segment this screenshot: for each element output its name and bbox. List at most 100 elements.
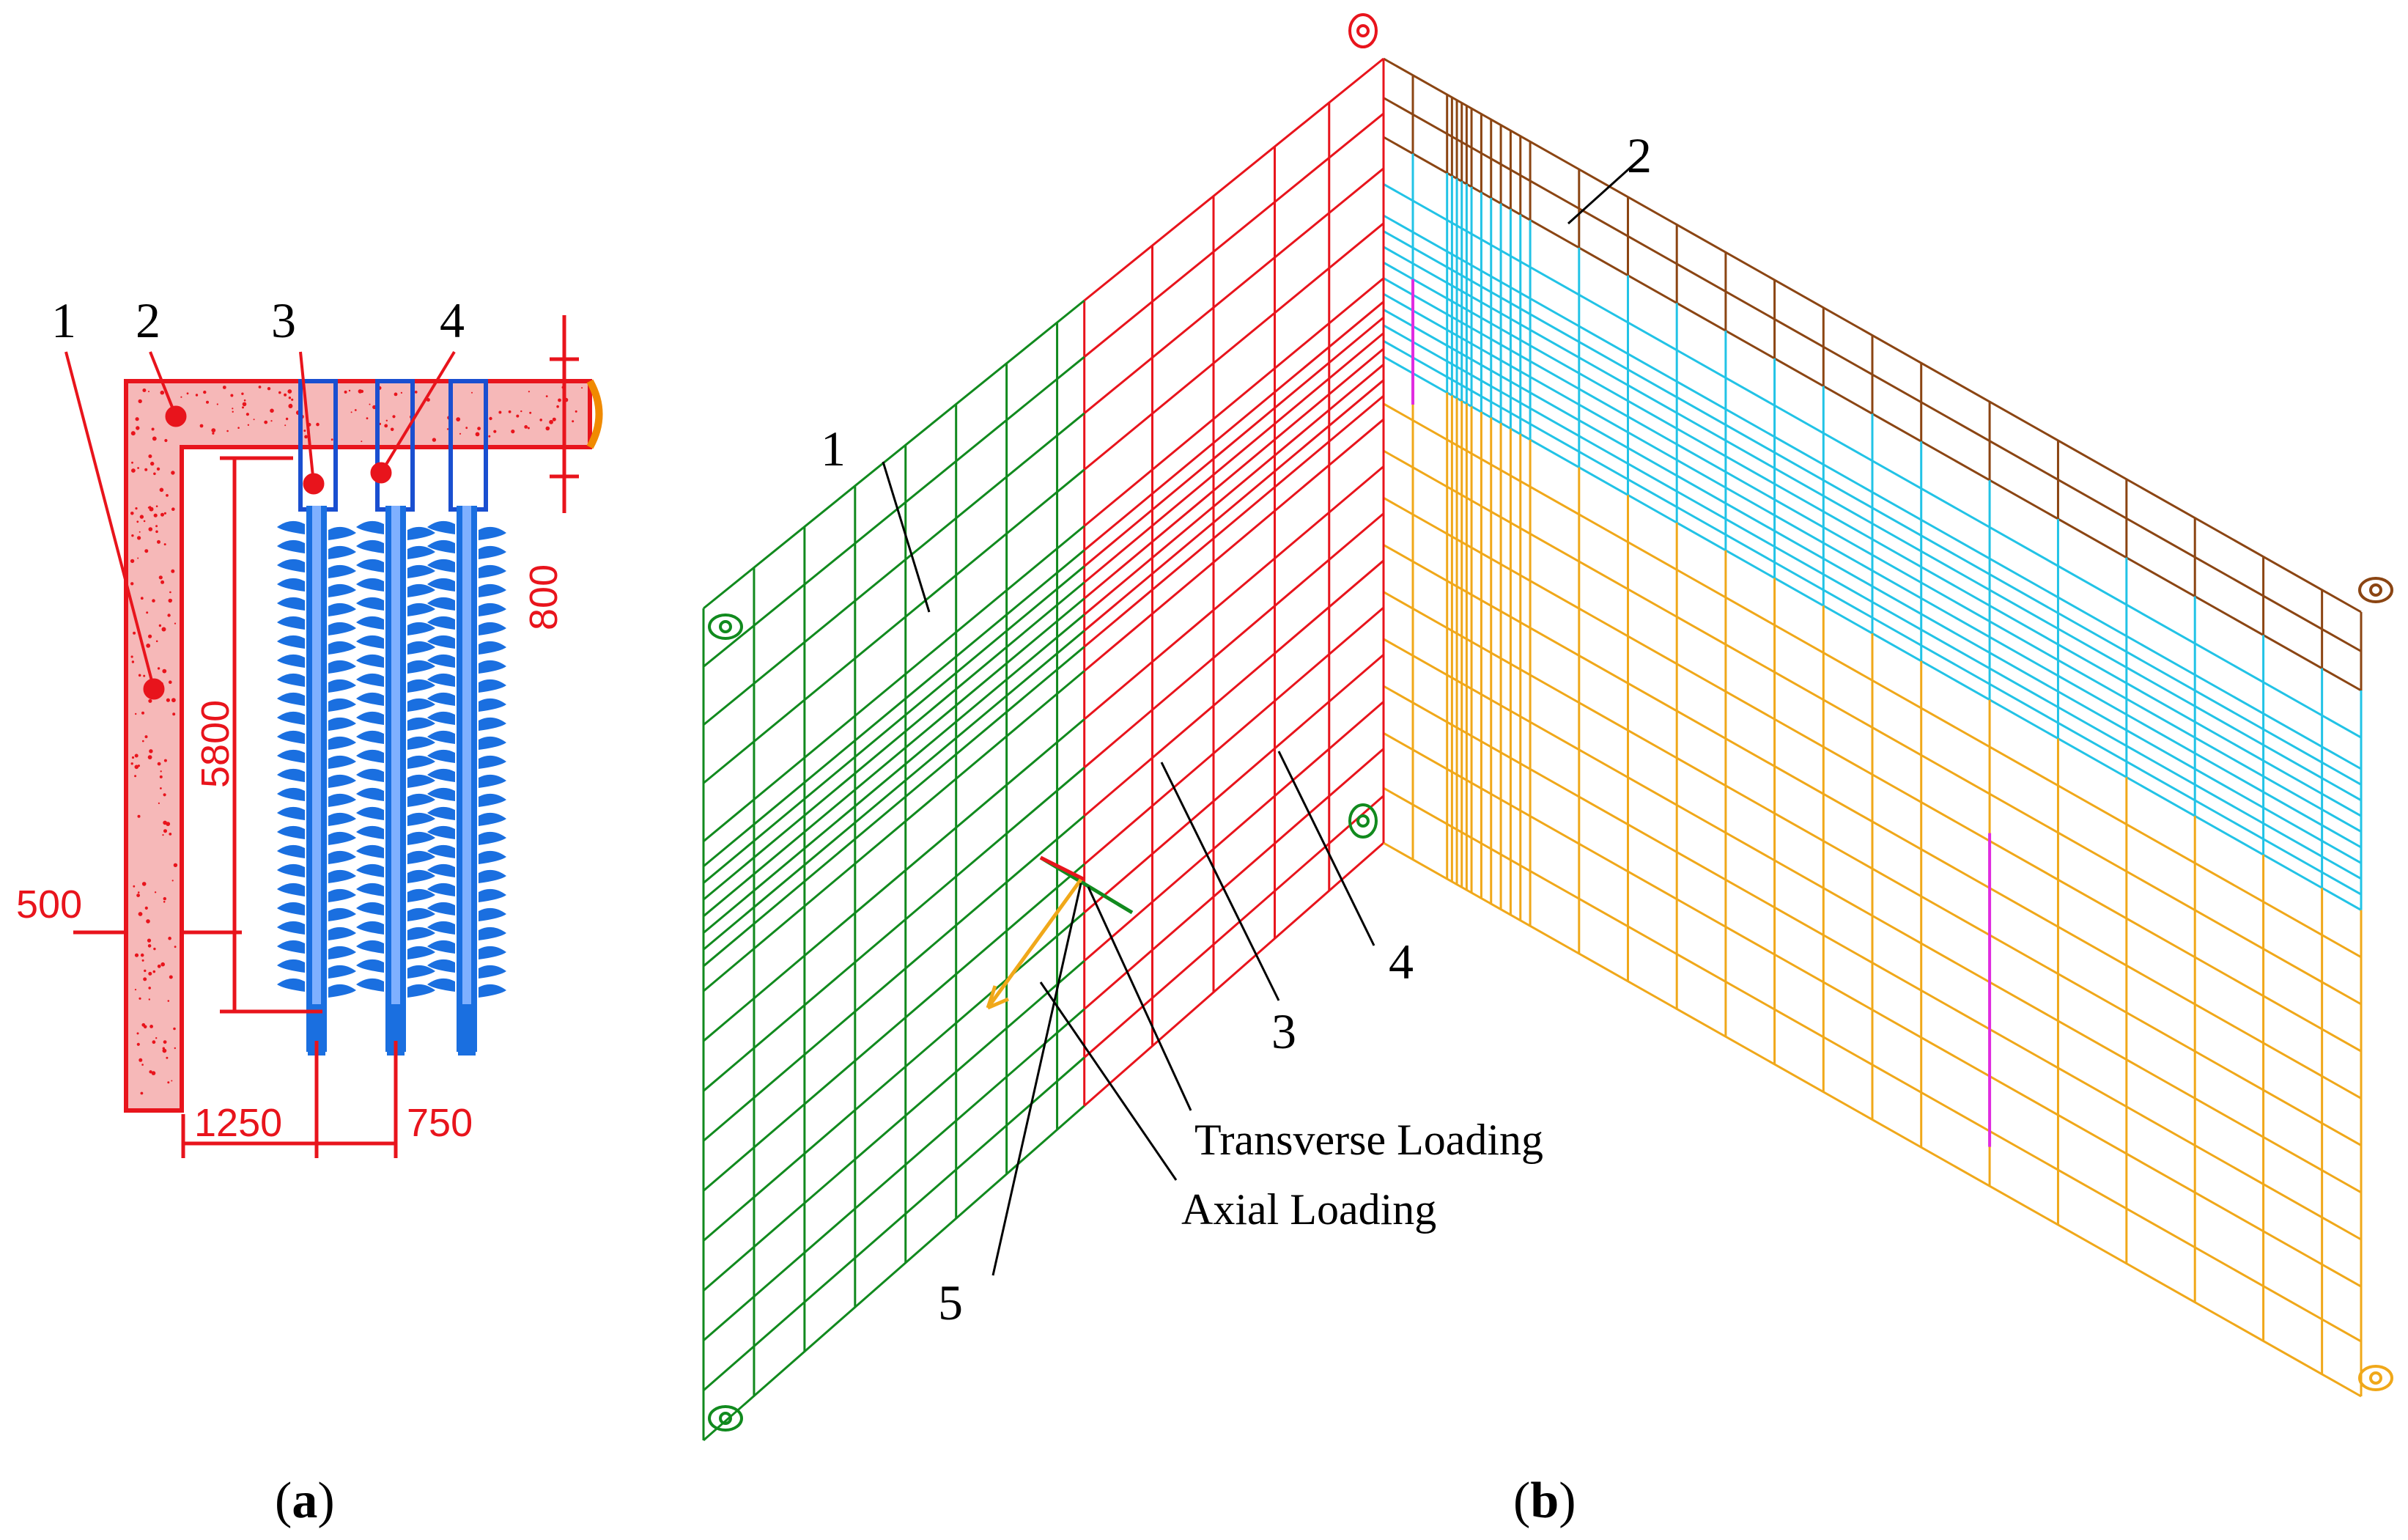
pile-fin-right — [328, 869, 356, 883]
wall-speckle-dot — [158, 624, 162, 627]
pile-fin-left — [277, 635, 305, 649]
pile-fin-left — [427, 654, 455, 668]
pile-fin-right — [479, 850, 506, 864]
pile-fin-right — [328, 717, 356, 731]
wall-speckle-dot — [149, 749, 153, 754]
wall-speckle-dot — [141, 1064, 144, 1066]
wall-speckle-dot — [164, 438, 168, 443]
wall-speckle-dot — [130, 655, 133, 658]
callout-b-5: 5 — [938, 1275, 963, 1330]
pile-fin-right — [328, 679, 356, 693]
wall-speckle-dot — [475, 432, 480, 437]
wall-speckle-dot — [267, 387, 271, 391]
wall-speckle-dot — [575, 410, 577, 413]
pile-fin-right — [479, 755, 506, 769]
wall-speckle-dot — [130, 512, 134, 515]
wall-speckle-dot — [520, 410, 522, 413]
pile-fin-left — [356, 578, 384, 592]
pile-fin-left — [277, 692, 305, 706]
wall-speckle-dot — [144, 468, 148, 471]
wall-speckle-dot — [245, 413, 249, 416]
pile-fin-left — [356, 654, 384, 668]
mesh-line-green — [703, 581, 1085, 901]
wall-speckle-dot — [130, 762, 133, 765]
wall-speckle-dot — [148, 454, 152, 458]
pile-core — [391, 506, 400, 1052]
pile-fin-left — [427, 539, 455, 553]
mesh-line-red — [1083, 347, 1384, 600]
wall-speckle-dot — [152, 970, 156, 973]
pile-fin-right — [328, 603, 356, 616]
dimension-750: 750 — [407, 1101, 473, 1145]
pile-fin-right — [328, 926, 356, 940]
panel-b-labels: 1 2 3 4 5 Transverse Loading Axial Loadi… — [821, 128, 1652, 1529]
mesh-line-green — [703, 863, 1085, 1192]
wall-speckle-dot — [242, 406, 244, 409]
pile-fin-left — [427, 635, 455, 649]
pile-fin-left — [356, 520, 384, 534]
mesh-line-green — [703, 597, 1085, 918]
wall-speckle-dot — [168, 936, 171, 940]
wall-speckle-dot — [153, 513, 158, 517]
wall-speckle-dot — [136, 1042, 140, 1046]
wall-speckle-dot — [171, 880, 174, 882]
dimension-500: 500 — [16, 883, 82, 926]
wall-speckle-dot — [558, 398, 561, 402]
wall-speckle-dot — [153, 472, 156, 476]
wall-speckle-dot — [155, 525, 158, 528]
wall-speckle-dot — [136, 1032, 139, 1035]
pile-fin-right — [479, 660, 506, 674]
wall-speckle-dot — [414, 391, 418, 394]
wall-speckle-dot — [171, 698, 176, 703]
mesh-line-red — [1083, 465, 1384, 721]
wall-speckle-dot — [508, 410, 511, 413]
pile-fin-left — [356, 806, 384, 820]
mesh-line-green — [703, 646, 1085, 968]
wall-speckle-dot — [361, 441, 363, 443]
mesh-line-red — [1083, 364, 1384, 616]
wall-speckle-dot — [498, 410, 502, 414]
pile-tip — [458, 1004, 476, 1055]
pile-fin-left — [427, 730, 455, 744]
pile-fin-left — [356, 597, 384, 611]
wall-speckle-dot — [163, 901, 166, 903]
wall-speckle-dot — [133, 631, 136, 635]
mesh-line-red — [1083, 222, 1384, 471]
callout-a-1: 1 — [51, 292, 76, 348]
wall-speckle-dot — [232, 410, 234, 413]
pile-fin-left — [277, 940, 305, 954]
mesh-line-green — [703, 959, 1085, 1292]
wall-speckle-dot — [148, 998, 150, 1001]
wall-speckle-dot — [160, 580, 165, 584]
wall-speckle-dot — [174, 1047, 176, 1050]
wall-speckle-dot — [206, 400, 209, 404]
mesh-line-red — [1083, 301, 1384, 551]
pile-fin-left — [277, 597, 305, 611]
caption-a-close: ) — [317, 1473, 334, 1529]
pile-fin-right — [479, 869, 506, 883]
pile-fin-right — [479, 641, 506, 655]
wall-speckle-dot — [216, 403, 218, 405]
wall-speckle-dot — [134, 953, 139, 957]
wall-speckle-dot — [141, 882, 147, 886]
mesh-line-red — [1083, 112, 1384, 358]
pile-fin-left — [277, 787, 305, 801]
callout-leaders-b — [882, 156, 1643, 1276]
wall-speckle-dot — [284, 393, 287, 397]
pile-fin-left — [356, 749, 384, 763]
wall-speckle-dot — [360, 389, 364, 394]
pile-fin-left — [277, 768, 305, 782]
wall-speckle-dot — [148, 527, 153, 531]
wall-speckle-dot — [163, 759, 167, 762]
pile-fin-left — [277, 883, 305, 896]
wall-texture — [130, 386, 583, 1095]
wall-speckle-dot — [471, 391, 473, 394]
pile-fin-left — [356, 959, 384, 973]
wall-speckle-dot — [142, 388, 147, 392]
wall-speckle-dot — [169, 680, 172, 684]
wall-speckle-dot — [160, 512, 164, 517]
panel-a-labels: 1 2 3 4 500 5800 800 1250 750 (a) — [16, 292, 566, 1529]
mesh-line-green — [703, 614, 1085, 934]
wall-speckle-dot — [134, 765, 139, 770]
